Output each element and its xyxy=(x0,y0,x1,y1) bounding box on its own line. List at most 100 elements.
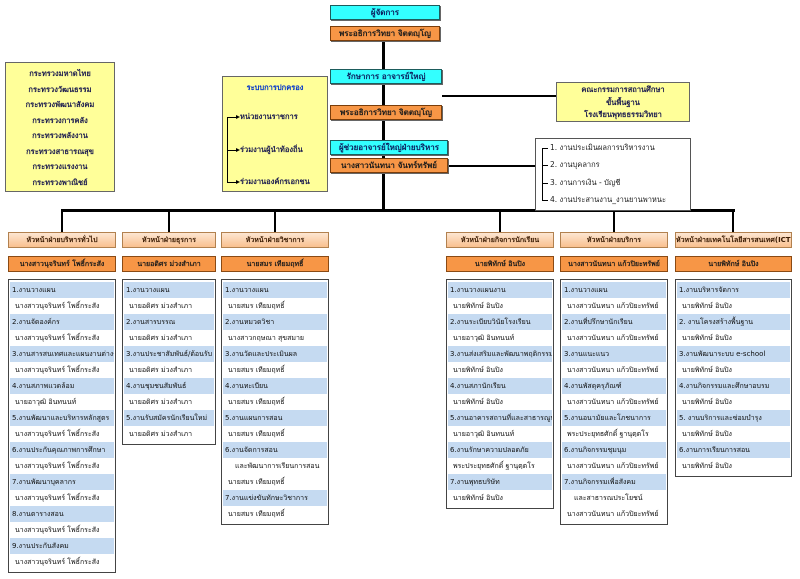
drop-line xyxy=(274,211,276,232)
ministry-item: กระทรวงพาณิชย์ xyxy=(32,177,88,187)
task-title: 4.งานชุมชนสัมพันธ์ xyxy=(124,378,214,394)
task-title: 7.งานกิจกรรมเพื่อสังคม xyxy=(562,474,666,490)
task-person: นายพิทักษ์ อินปิง xyxy=(682,398,732,406)
task-list: 1.งานบริหารจัดการนายพิทักษ์ อินปิง 2. งาน… xyxy=(675,279,792,477)
task-title: 2. งานโครงสร้างพื้นฐาน xyxy=(677,314,790,330)
task-person: นางสาวนุจรินทร์ โพธิ์กระสัง xyxy=(15,302,100,310)
committee-line: คณะกรรมการสถานศึกษา xyxy=(581,85,665,94)
task-title: และพัฒนาการเรียนการสอน xyxy=(223,458,327,474)
task-person: นายอดิศร ม่วงสำเภา xyxy=(129,334,193,342)
task-person: นายอาวุฒิ อินทนนท์ xyxy=(15,398,77,406)
ministry-item: กระทรวงพลังงาน xyxy=(32,131,88,140)
task-title: 7.งานพัฒนาบุคลากร xyxy=(10,474,114,490)
department-head-name: นางสาวนุจรินทร์ โพธิ์กระสัง xyxy=(8,256,116,272)
principal-role-box: รักษาการ อาจารย์ใหญ่ xyxy=(330,69,442,84)
task-title: 5.งานพัฒนาและบริหารหลักสูตร xyxy=(10,410,114,426)
task-person: นายสมร เทียมฤทธิ์ xyxy=(228,430,285,438)
department-bus-line xyxy=(61,209,735,212)
task-title: 3.งานสารสนเทศและแผนงานต่างๆ xyxy=(10,346,114,362)
task-person: นางสาวนุจรินทร์ โพธิ์กระสัง xyxy=(15,558,100,566)
committee-box: คณะกรรมการสถานศึกษาขั้นพื้นฐานโรงเรียนพุ… xyxy=(556,82,690,122)
manager-role-box: ผู้จัดการ xyxy=(330,5,440,20)
task-person: นายพิทักษ์ อินปิง xyxy=(682,366,732,374)
connector-line xyxy=(448,165,535,167)
drop-line xyxy=(61,211,63,232)
principal-name-box: พระอธิการวิทยา จิตตญฺโญ xyxy=(330,105,442,120)
task-title: 6.งานประกันคุณภาพการศึกษา xyxy=(10,442,114,458)
department-title: หัวหน้าฝ่ายวิชาการ xyxy=(221,232,329,248)
task-person: นางสาวนันทนา แก้วปิยะทรัพย์ xyxy=(567,302,659,310)
ministry-item: กระทรวงมหาดไทย xyxy=(29,69,91,78)
committee-line: โรงเรียนพุทธธรรมวิทยา xyxy=(584,110,662,119)
admin-task-box: 1. งานประเมินผลการบริหารงาน 2. งานบุคลาก… xyxy=(535,138,691,211)
task-list: 1.งานวางแผนงานนายพิทักษ์ อินปิง 2.งานระเบ… xyxy=(446,279,554,509)
arrow-right-icon xyxy=(542,148,548,149)
admin-task-item: 2. งานบุคลากร xyxy=(550,160,600,169)
task-title: 1.งานวางแผน xyxy=(223,282,327,298)
department-column: หัวหน้าฝ่ายวิชาการนายสมร เทียมฤทธิ์ 1.งาน… xyxy=(221,232,329,525)
department-head-name: นางสาวนันทนา แก้วปิยะทรัพย์ xyxy=(560,256,668,272)
department-title: หัวหน้าฝ่ายธุรการ xyxy=(122,232,216,248)
connector-line xyxy=(382,41,385,211)
task-person: นายสมร เทียมฤทธิ์ xyxy=(228,478,285,486)
task-person: นายอดิศร ม่วงสำเภา xyxy=(129,398,193,406)
drop-line xyxy=(732,211,734,232)
task-title: 1.งานวางแผนงาน xyxy=(448,282,552,298)
task-title: 1.งานบริหารจัดการ xyxy=(677,282,790,298)
task-title: 1.งานวางแผน xyxy=(562,282,666,298)
task-title: 4.งานพัสดุครุภัณฑ์ xyxy=(562,378,666,394)
drop-line xyxy=(499,211,501,232)
task-person: พระประยุทธศักดิ์ ฐานุตฺตโร xyxy=(567,430,649,438)
ministry-item: กระทรวงวัฒนธรรม xyxy=(28,84,92,94)
department-title: หัวหน้าฝ่ายบริการ xyxy=(560,232,668,248)
committee-line: ขั้นพื้นฐาน xyxy=(606,97,640,107)
department-column: หัวหน้าฝ่ายเทคโนโลยีสารสนเทศ(ICT)นายพิทั… xyxy=(675,232,792,477)
coordination-item: หน่วยงานราชการ xyxy=(240,112,298,121)
ministry-item: กระทรวงสาธารณสุข xyxy=(26,146,94,156)
task-title: 5.งานอาคารสถานที่และสาธารณูปโภค xyxy=(448,410,552,426)
arrow-right-icon xyxy=(227,180,240,184)
task-person: นางสาวนุจรินทร์ โพธิ์กระสัง xyxy=(15,526,100,534)
arrow-right-icon xyxy=(542,183,548,184)
task-title: 2.งานที่ปรึกษานักเรียน xyxy=(562,314,666,330)
task-title: 2.งานระเบียบวินัยโรงเรียน xyxy=(448,314,552,330)
department-head-name: นายพิทักษ์ อินปิง xyxy=(675,256,792,272)
task-person: นายอาวุฒิ อินทนนท์ xyxy=(453,430,515,438)
task-person: นายอาวุฒิ อินทนนท์ xyxy=(453,334,515,342)
drop-line xyxy=(613,211,615,232)
task-title: และสาธารณประโยชน์ xyxy=(562,490,666,506)
task-title: 6.งานการเรียนการสอน xyxy=(677,442,790,458)
task-person: นายอดิศร ม่วงสำเภา xyxy=(129,366,193,374)
ministry-item: กระทรวงแรงงาน xyxy=(32,162,88,171)
task-title: 6.งานรักษาความปลอดภัย xyxy=(448,442,552,458)
manager-name-box: พระอธิการวิทยา จิตตญฺโญ xyxy=(330,26,440,41)
connector-line xyxy=(442,95,556,97)
task-title: 7.งานแข่งขันทักษะวิชาการ xyxy=(223,490,327,506)
task-title: 5. งานบริการและซ่อมบำรุง xyxy=(677,410,790,426)
coordination-title: ระบบการปกครอง xyxy=(246,83,304,92)
task-title: 6.งานกิจกรรมชุมนุม xyxy=(562,442,666,458)
task-person: นายพิทักษ์ อินปิง xyxy=(453,398,503,406)
assistant-name-box: นางสาวนันทนา จันทร์ทรัพย์ xyxy=(330,158,448,173)
ministry-item: กระทรวงพัฒนาสังคม xyxy=(25,100,95,109)
bracket-line xyxy=(542,148,543,200)
department-head-name: นายพิทักษ์ อินปิง xyxy=(446,256,554,272)
task-person: นางสาวนุจรินทร์ โพธิ์กระสัง xyxy=(15,462,100,470)
task-person: นายพิทักษ์ อินปิง xyxy=(682,302,732,310)
task-title: 4.งานสภาพแวดล้อม xyxy=(10,378,114,394)
task-title: 3.งานพัฒนาระบบ e-school xyxy=(677,346,790,362)
task-person: นายอดิศร ม่วงสำเภา xyxy=(129,430,193,438)
department-column: หัวหน้าฝ่ายบริการนางสาวนันทนา แก้วปิยะทร… xyxy=(560,232,668,525)
department-column: หัวหน้าฝ่ายบริหารทั่วไปนางสาวนุจรินทร์ โ… xyxy=(8,232,116,573)
task-person: นายสมร เทียมฤทธิ์ xyxy=(228,366,285,374)
task-title: 3.งานประชาสัมพันธ์/ต้อนรับ xyxy=(124,346,214,362)
task-person: นางสาวนันทนา แก้วปิยะทรัพย์ xyxy=(567,462,659,470)
task-person: นายพิทักษ์ อินปิง xyxy=(453,494,503,502)
task-title: 3.งานส่งเสริมและพัฒนาพฤติกรรม xyxy=(448,346,552,362)
task-title: 7.งานพุทธบริษัท xyxy=(448,474,552,490)
ministries-box: กระทรวงมหาดไทยกระทรวงวัฒนธรรมกระทรวงพัฒน… xyxy=(5,62,115,192)
task-person: พระประยุทธศักดิ์ ฐานุตฺตโร xyxy=(453,462,535,470)
task-title: 3.งานแนะแนว xyxy=(562,346,666,362)
